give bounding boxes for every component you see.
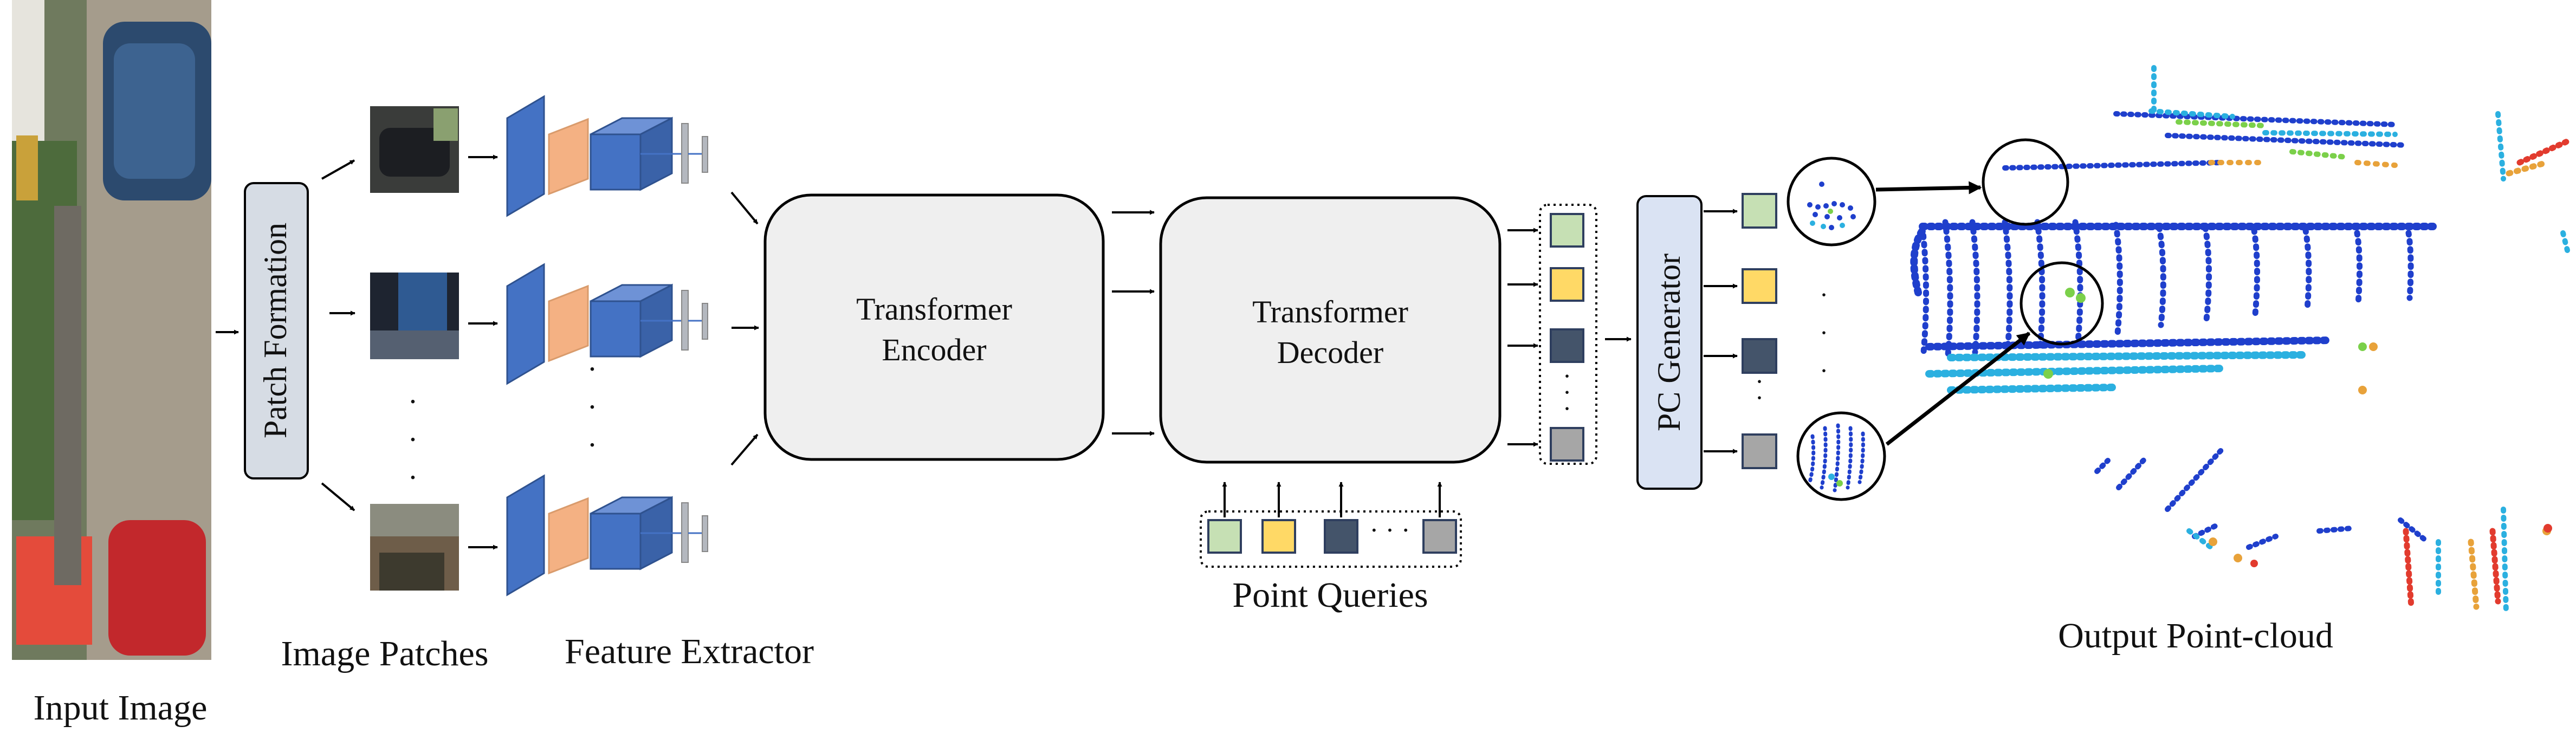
image-patches-label: Image Patches [281, 634, 488, 673]
point-queries-label: Point Queries [1232, 575, 1428, 615]
feature-extractor [506, 474, 708, 597]
pc-generator-label: PC Generator [1651, 254, 1687, 431]
ellipsis-icon: · [1820, 356, 1828, 385]
output-point-cloud-label: Output Point-cloud [2058, 616, 2333, 656]
query-token [1324, 519, 1358, 554]
feature-extractor [506, 95, 708, 217]
pc-generator-block: PC Generator [1636, 195, 1703, 490]
arrow-icon [321, 159, 355, 180]
output-token [1550, 427, 1584, 462]
point-token [1742, 338, 1777, 374]
feature-extractor [506, 263, 708, 385]
point-token [1742, 268, 1777, 304]
arrow-icon [321, 482, 355, 511]
ellipsis-icon: · [1755, 367, 1764, 396]
image-patch [370, 504, 459, 591]
ellipsis-icon: · [587, 429, 598, 462]
point-queries: · · · [1200, 482, 1462, 568]
arrow-icon [1875, 181, 1982, 195]
decoder-label-line1: Transformer [1252, 294, 1408, 329]
point-token [1742, 433, 1777, 469]
query-token [1207, 519, 1242, 554]
output-token [1550, 213, 1584, 248]
ellipsis-icon: · [1563, 394, 1571, 423]
ellipsis-icon: · · · [1370, 515, 1410, 545]
transformer-encoder: Transformer Encoder [763, 193, 1105, 461]
feature-extractor-label: Feature Extractor [565, 632, 814, 671]
ellipsis-icon: · [1563, 378, 1571, 407]
query-token [1261, 519, 1296, 554]
zoom-circle-icon [1787, 157, 1876, 247]
encoder-label-line1: Transformer [856, 291, 1012, 327]
image-patch [370, 273, 459, 359]
output-point-cloud [1910, 65, 2572, 615]
point-token [1742, 193, 1777, 229]
input-image [12, 0, 211, 660]
ellipsis-icon: · [587, 353, 598, 386]
ellipsis-icon: · [1755, 384, 1764, 412]
output-token [1550, 267, 1584, 302]
encoder-label-line2: Encoder [882, 332, 986, 367]
patch-formation-label: Patch Formation [257, 223, 293, 438]
patch-formation-block: Patch Formation [244, 182, 309, 479]
decoder-label-line2: Decoder [1277, 335, 1383, 370]
arrow-icon [1885, 332, 2031, 446]
ellipsis-icon: · [1820, 319, 1828, 347]
ellipsis-icon: · [1563, 362, 1571, 391]
transformer-decoder: Transformer Decoder [1159, 196, 1501, 464]
query-token [1422, 519, 1457, 554]
ellipsis-icon: · [408, 423, 418, 457]
ellipsis-icon: · [1820, 281, 1828, 309]
decoder-output-tokens: · · · [1539, 204, 1597, 465]
output-token [1550, 328, 1584, 363]
ellipsis-icon: · [408, 461, 418, 495]
generated-point-tokens: · · · · · [1742, 193, 1828, 469]
input-image-label: Input Image [34, 688, 208, 728]
ellipsis-icon: · [408, 385, 418, 419]
arrow-icon [730, 191, 759, 225]
arrow-icon [730, 433, 759, 466]
image-patch [370, 106, 459, 193]
zoom-circle-icon [1796, 411, 1886, 501]
ellipsis-icon: · [587, 391, 598, 424]
